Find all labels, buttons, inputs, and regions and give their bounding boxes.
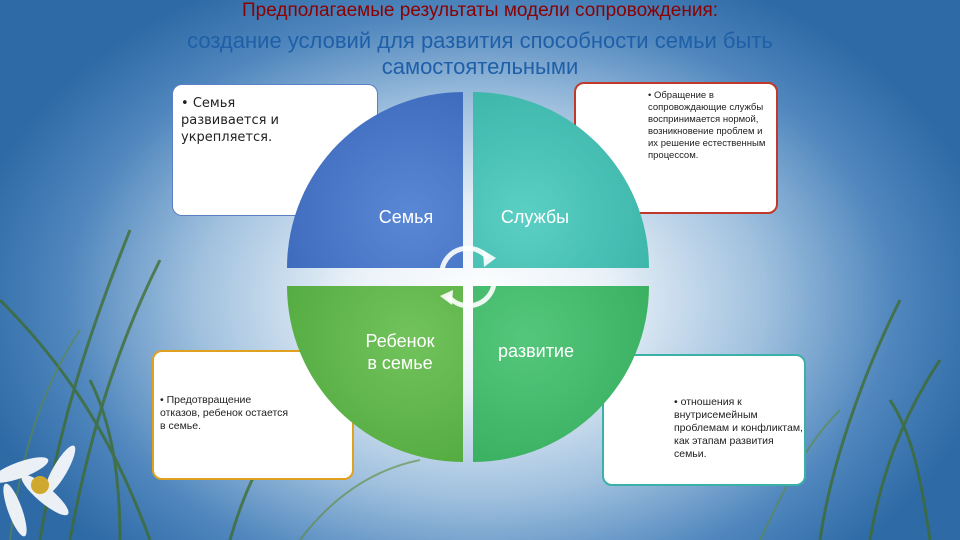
segment-label-family: Семья (378, 207, 434, 227)
slide-subtitle: создание условий для развития способност… (187, 28, 773, 79)
segment-label-services: Службы (500, 207, 570, 227)
daisy-flower (0, 445, 76, 537)
note-family-development: отношения к внутрисемейным проблемам и к… (602, 354, 806, 486)
note-text: Предотвращение отказов, ребенок остается… (160, 394, 290, 433)
segment-services (473, 92, 649, 268)
note-text: Семья развивается и укрепляется. (181, 95, 321, 146)
segment-family (287, 92, 463, 268)
segment-development (473, 286, 649, 462)
slide-title: Предполагаемые результаты модели сопрово… (241, 0, 719, 21)
note-text: отношения к внутрисемейным проблемам и к… (674, 396, 804, 461)
segment-child-in-family (287, 286, 463, 462)
cycle-arrows-icon (439, 245, 497, 309)
segment-label-development: развитие (498, 341, 574, 361)
note-text: Обращение в сопровождающие службы воспри… (648, 90, 772, 162)
segment-label-child: Ребенок в семье (365, 331, 435, 373)
